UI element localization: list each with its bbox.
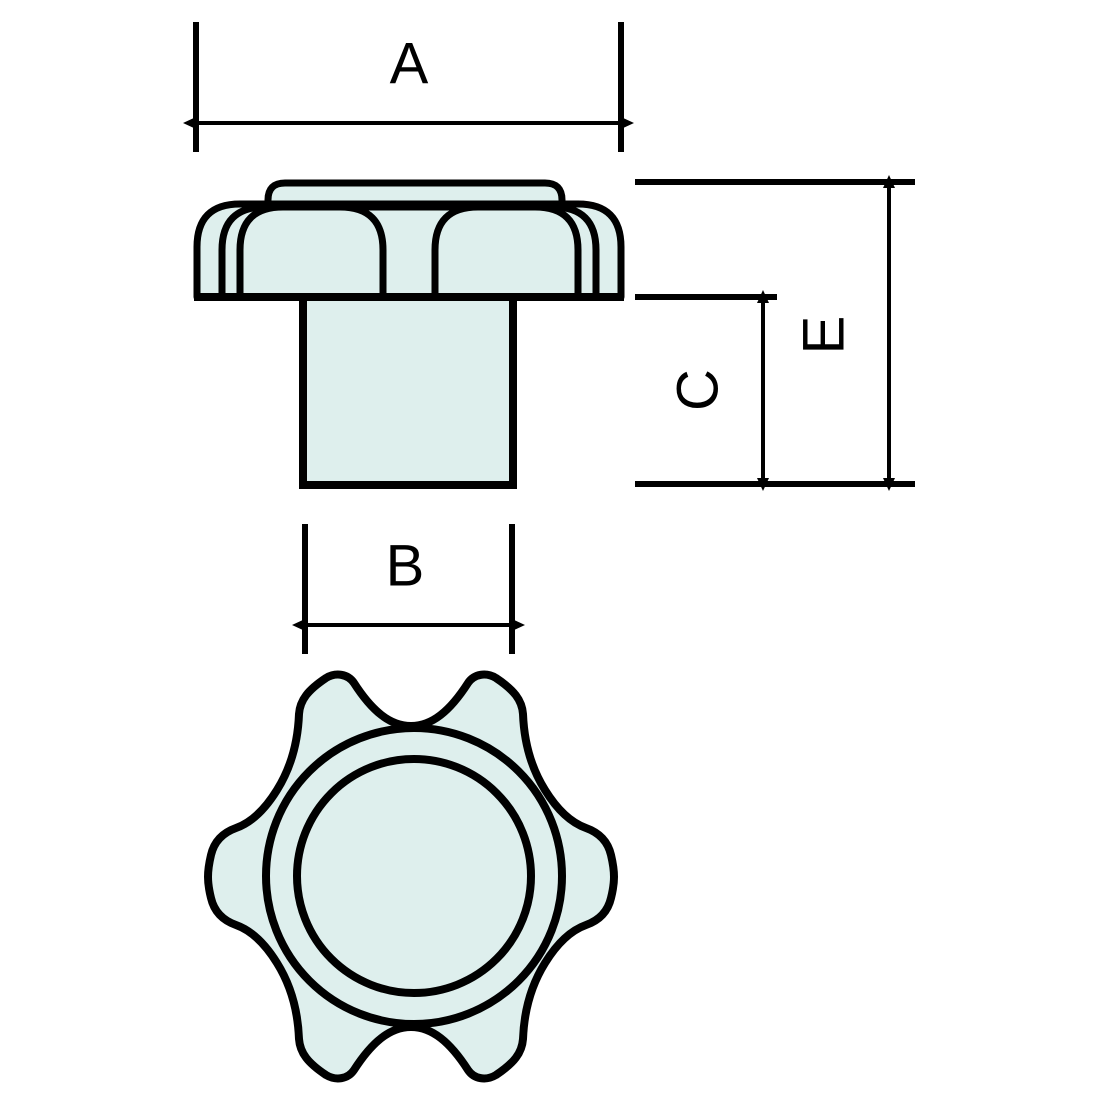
dimension-c-label: C	[665, 369, 730, 411]
knob-inner-circle	[293, 755, 535, 997]
dimension-c-and-e: C E	[635, 175, 915, 491]
knob-outer-circle	[262, 724, 566, 1028]
knob-head-front-right-lobe	[431, 203, 582, 301]
top-view-group	[204, 670, 618, 1083]
dimension-e-label: E	[791, 316, 856, 355]
knob-shank	[299, 293, 517, 489]
dimension-b-label: B	[386, 533, 425, 598]
dimension-a: A	[183, 22, 634, 152]
dimension-a-label: A	[390, 31, 429, 96]
dimension-b: B	[292, 524, 525, 654]
knob-head-front-left-lobe	[236, 203, 387, 301]
side-view-group	[193, 179, 625, 489]
